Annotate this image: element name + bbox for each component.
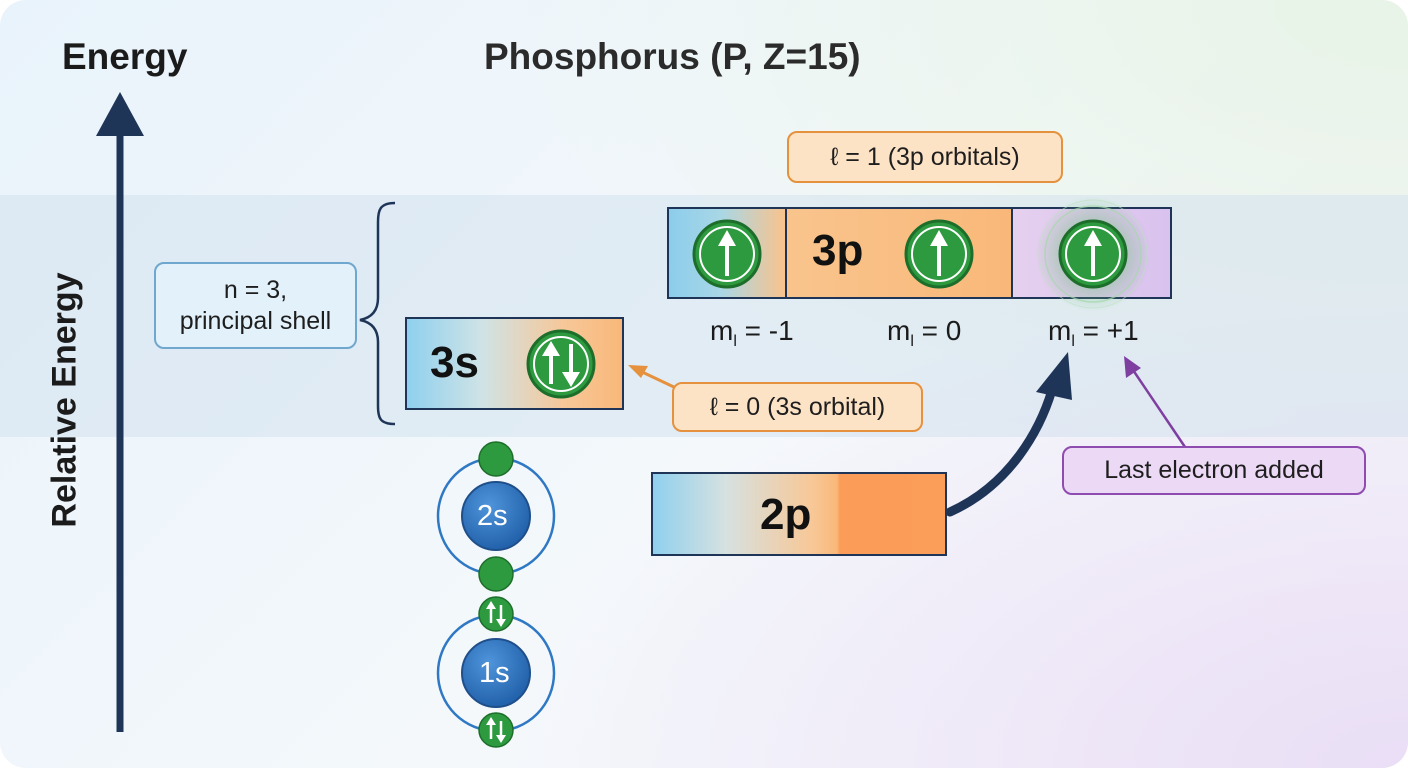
electron-pair-icon	[478, 712, 514, 748]
spin-up-electron-icon	[692, 219, 762, 289]
energy-axis-title: Energy	[62, 36, 188, 77]
energy-axis	[96, 92, 144, 732]
callout-principal-shell: n = 3, principal shell	[154, 262, 357, 349]
promotion-arrow	[945, 352, 1072, 517]
ml-label-minus1: ml = -1	[710, 315, 794, 350]
orbital-2p-label: 2p	[760, 490, 812, 539]
orbital-2s-label: 2s	[477, 500, 508, 532]
shell-brace	[359, 201, 396, 426]
spin-up-electron-icon	[904, 219, 974, 289]
electron-icon	[478, 441, 514, 477]
callout-l0-3s: ℓ = 0 (3s orbital)	[672, 382, 923, 432]
ml-label-0: ml = 0	[887, 315, 962, 350]
axis-arrowhead-icon	[96, 92, 144, 136]
diagram-title: Phosphorus (P, Z=15)	[484, 36, 861, 77]
electron-pair-icon	[526, 329, 596, 399]
shell-line-1: n = 3,	[223, 275, 288, 304]
callout-l1-3p: ℓ = 1 (3p orbitals)	[787, 131, 1063, 183]
orbital-3p-ml-0	[787, 209, 1013, 297]
orbital-3p-label: 3p	[812, 226, 864, 275]
shell-line-2: principal shell	[179, 306, 332, 335]
electron-pair-icon	[478, 596, 514, 632]
orbital-1s	[436, 596, 556, 748]
last-electron-pointer	[1124, 356, 1187, 448]
l0-pointer-arrow	[628, 365, 677, 390]
orbital-1s-label: 1s	[479, 657, 510, 689]
last-electron-icon	[1035, 196, 1151, 312]
orbital-3s-label: 3s	[430, 338, 479, 387]
orbital-2s	[436, 441, 556, 592]
orbital-2p	[651, 472, 947, 556]
callout-last-electron: Last electron added	[1062, 446, 1366, 495]
ml-label-plus1: ml = +1	[1048, 315, 1139, 350]
electron-icon	[478, 556, 514, 592]
